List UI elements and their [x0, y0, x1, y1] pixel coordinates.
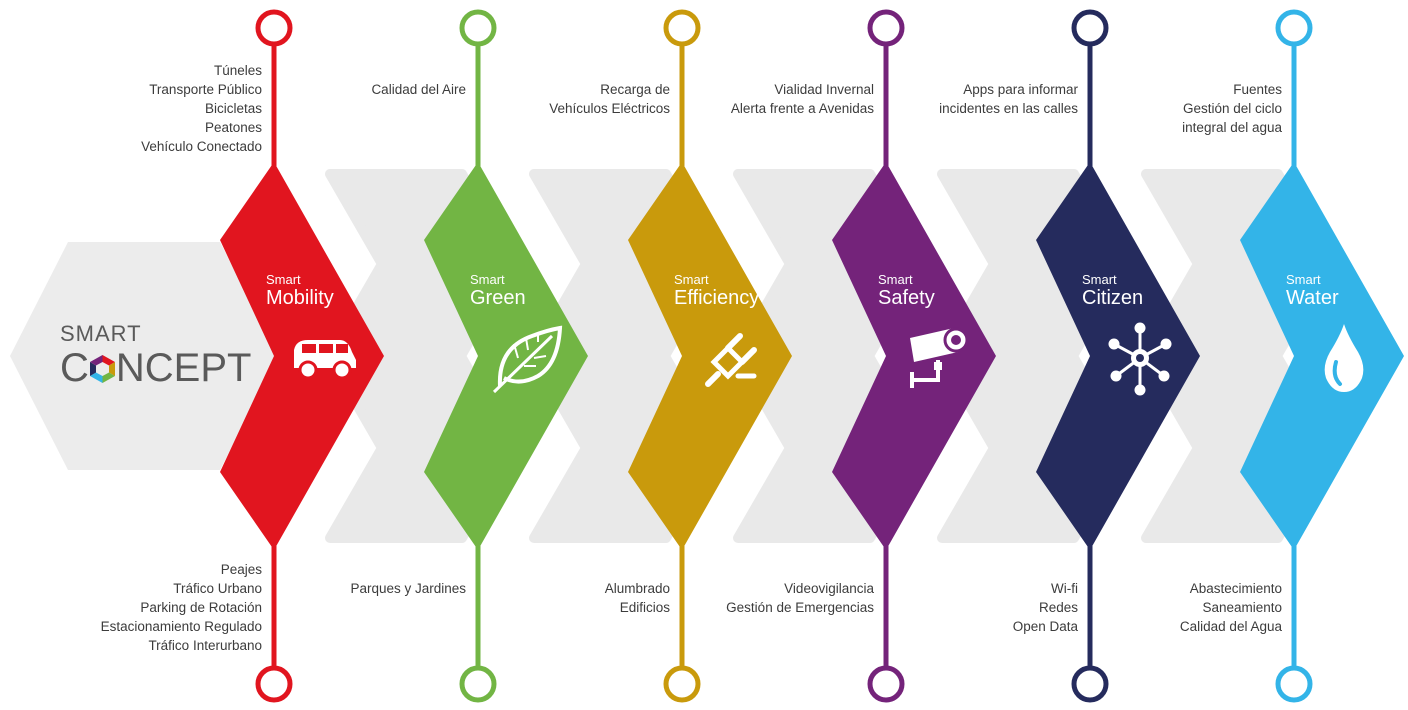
- category-citizen: [1036, 9, 1200, 703]
- topic-list-top: Recarga de Vehículos Eléctricos: [549, 80, 670, 118]
- topic-item: Recarga de: [600, 82, 670, 97]
- ring-node-top: [867, 9, 905, 47]
- topic-item: Apps para informar: [963, 82, 1078, 97]
- topic-item: Parques y Jardines: [350, 581, 466, 596]
- topic-item: Calidad del Agua: [1179, 619, 1282, 634]
- ring-node-bottom: [255, 665, 293, 703]
- topic-item: Alerta frente a Avenidas: [730, 101, 874, 116]
- logo-hexagon: [10, 242, 278, 470]
- logo-line2-rest: NCEPT: [115, 346, 252, 390]
- chevron-water: [1240, 162, 1404, 550]
- network-icon: [1108, 322, 1172, 396]
- chevron-title-name: Citizen: [1082, 287, 1144, 309]
- topic-item: Gestión del ciclo: [1182, 101, 1282, 116]
- topic-item: Edificios: [619, 600, 670, 615]
- topic-list-top: Apps para informar incidentes en las call…: [939, 80, 1078, 118]
- logo-line1: SMART: [60, 321, 142, 346]
- ring-node-top: [459, 9, 497, 47]
- logo-cube-icon: [89, 349, 116, 383]
- ring-node-bottom: [1071, 665, 1109, 703]
- chevron-title-prefix: Smart: [1286, 272, 1321, 287]
- ring-node-top: [1071, 9, 1109, 47]
- topic-item: Tráfico Urbano: [173, 581, 262, 596]
- topic-item: Abastecimiento: [1189, 581, 1282, 596]
- category-water: [1240, 9, 1404, 703]
- topic-list-bottom: Parques y Jardines: [350, 579, 466, 598]
- leaf-icon: [492, 325, 563, 394]
- plug-icon: [705, 333, 757, 387]
- ring-node-bottom: [867, 665, 905, 703]
- category-mobility: [220, 9, 384, 703]
- topic-item: Videovigilancia: [784, 581, 874, 596]
- category-safety: [832, 9, 996, 703]
- topic-item: Fuentes: [1233, 82, 1282, 97]
- topic-item: Saneamiento: [1202, 600, 1282, 615]
- ring-node-top: [1275, 9, 1313, 47]
- topic-item: Wi-fi: [1051, 581, 1078, 596]
- topic-item: Vialidad Invernal: [774, 82, 874, 97]
- ring-node-bottom: [663, 665, 701, 703]
- chevron-title-name: Water: [1286, 287, 1339, 309]
- topic-item: Tráfico Interurbano: [148, 638, 262, 653]
- security-camera-icon: [910, 327, 969, 388]
- car-icon: [294, 340, 356, 380]
- topic-item: incidentes en las calles: [939, 101, 1078, 116]
- chevron-title-name: Green: [470, 287, 526, 309]
- topic-item: Gestión de Emergencias: [726, 600, 874, 615]
- topic-item: Vehículos Eléctricos: [549, 101, 670, 116]
- logo-line2-prefix: C: [60, 346, 89, 390]
- topic-item: Alumbrado: [604, 581, 670, 596]
- chevron-efficiency: [628, 162, 792, 550]
- topic-item: Peatones: [204, 120, 262, 135]
- topic-item: Vehículo Conectado: [141, 139, 262, 154]
- ring-node-bottom: [459, 665, 497, 703]
- topic-item: Open Data: [1012, 619, 1078, 634]
- topic-list-top: Calidad del Aire: [371, 80, 466, 99]
- topic-item: Transporte Público: [149, 82, 262, 97]
- topic-item: Peajes: [220, 562, 262, 577]
- logo-line2: C NCEPT: [60, 346, 251, 390]
- topic-item: Túneles: [213, 63, 262, 78]
- ring-node-top: [255, 9, 293, 47]
- smart-concept-logo: SMART C NCEPT: [60, 321, 251, 391]
- topic-item: Calidad del Aire: [371, 82, 466, 97]
- chevron-title-prefix: Smart: [1082, 272, 1117, 287]
- category-green: [424, 9, 588, 703]
- category-efficiency: [628, 9, 792, 703]
- chevron-title-prefix: Smart: [878, 272, 913, 287]
- chevron-title-prefix: Smart: [266, 272, 301, 287]
- ring-node-top: [663, 9, 701, 47]
- topic-item: Estacionamiento Regulado: [100, 619, 262, 634]
- topic-item: Redes: [1038, 600, 1078, 615]
- topic-item: Bicicletas: [204, 101, 262, 116]
- chevron-title-name: Efficiency: [674, 287, 760, 309]
- topic-item: Parking de Rotación: [140, 600, 262, 615]
- chevron-title-name: Mobility: [266, 287, 334, 309]
- topic-item: integral del agua: [1182, 120, 1282, 135]
- chevron-title-prefix: Smart: [470, 272, 505, 287]
- chevron-citizen: [1036, 162, 1200, 550]
- ring-node-bottom: [1275, 665, 1313, 703]
- water-drop-icon: [1324, 324, 1364, 392]
- chevron-title-name: Safety: [878, 287, 935, 309]
- chevron-title-prefix: Smart: [674, 272, 709, 287]
